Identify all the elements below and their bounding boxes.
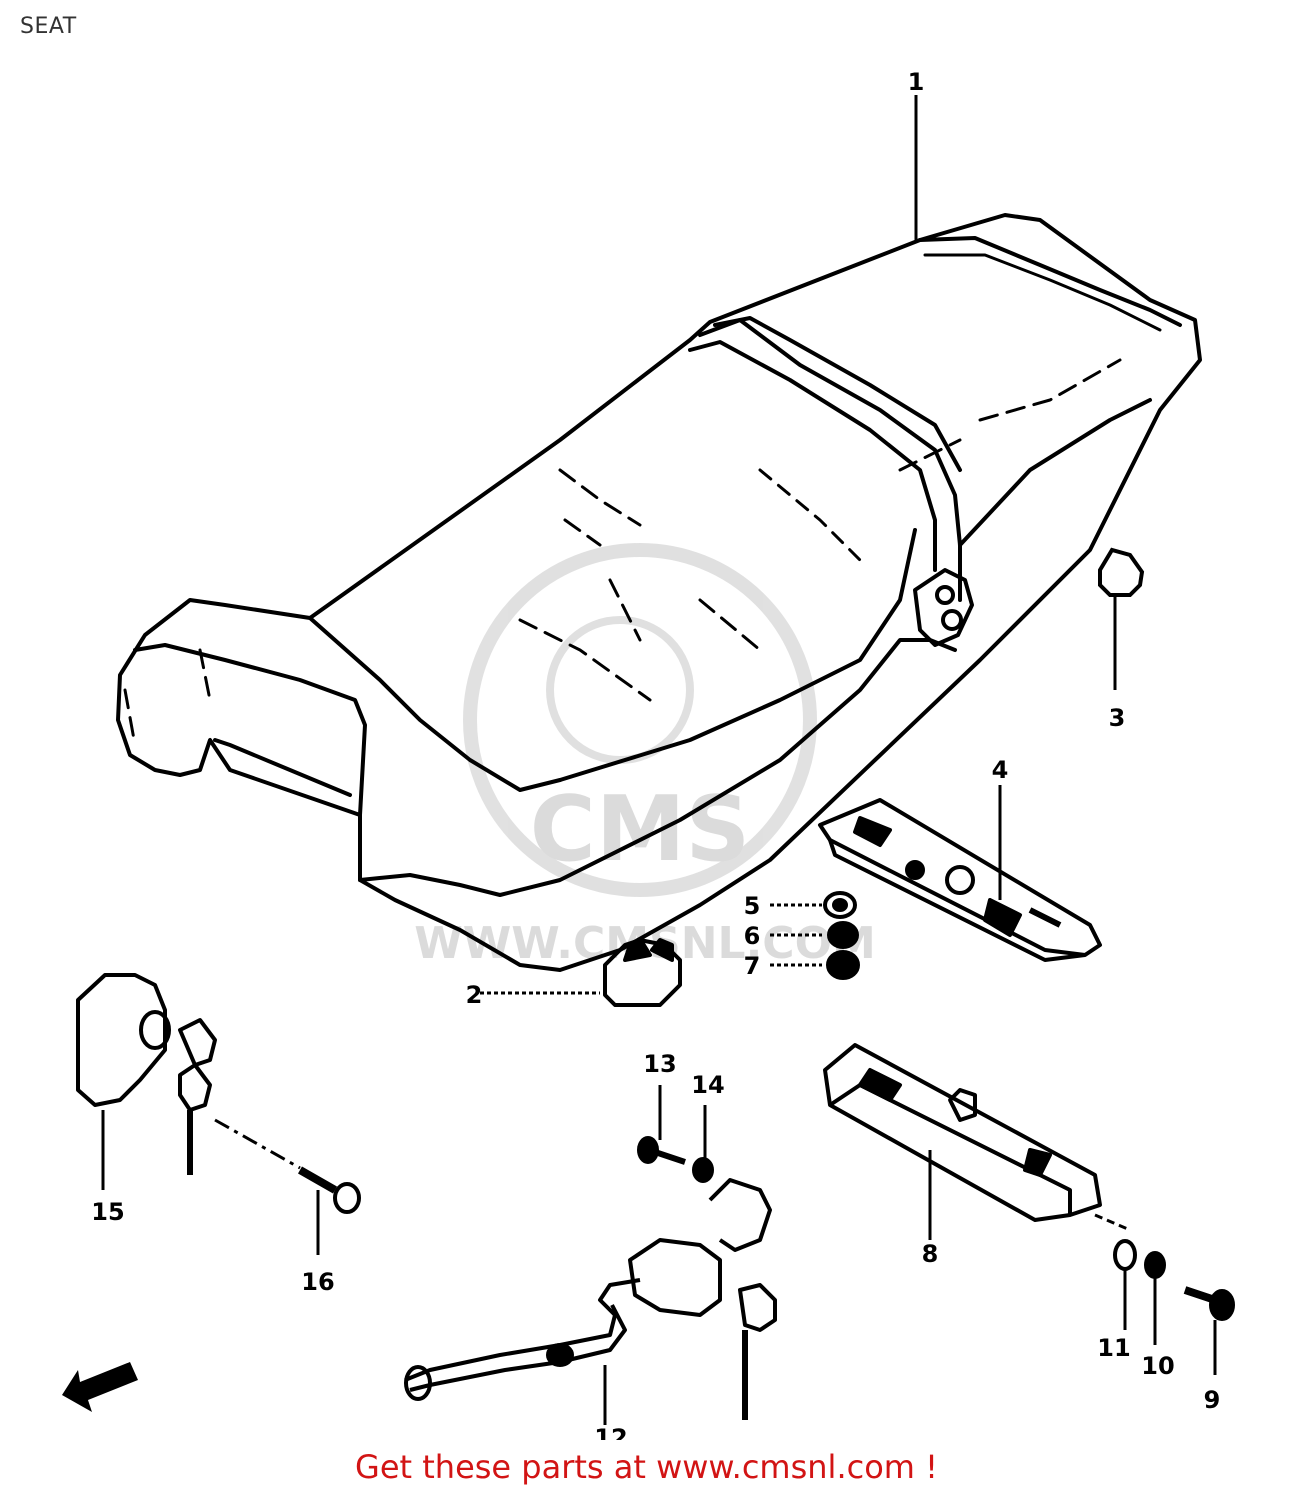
part-8-bracket [823,1043,1102,1240]
footer-banner: Get these parts at www.cmsnl.com ! [0,1448,1293,1486]
callout-4: 4 [992,756,1009,784]
callout-12: 12 [594,1424,627,1440]
part-3-cushion [1098,547,1145,690]
callout-9: 9 [1204,1386,1221,1414]
callout-6: 6 [744,922,761,950]
callout-10: 10 [1141,1352,1174,1380]
callout-1: 1 [908,68,925,96]
callout-labels: 1 2 3 4 5 6 7 8 9 10 11 12 13 14 15 16 [91,68,1220,1440]
callout-13: 13 [643,1050,676,1078]
seat-assembly [116,213,1202,972]
part-15-lock-set [76,973,301,1190]
callout-8: 8 [922,1240,939,1268]
parts-5-7-fasteners [770,891,860,980]
watermark-brand: CMS [530,777,750,882]
part-16-screw [298,1166,361,1255]
footer-prefix: Get these parts at [355,1448,657,1486]
callout-11: 11 [1097,1334,1130,1362]
part-12-seat-lock [404,1178,777,1425]
parts-13-14-fasteners [637,1085,714,1183]
callout-3: 3 [1109,704,1126,732]
page-title: SEAT [20,14,77,39]
callout-14: 14 [691,1071,724,1099]
callout-7: 7 [744,952,761,980]
part-2-stopper [480,938,682,1007]
footer-suffix: ! [914,1448,938,1486]
callout-2: 2 [466,981,483,1009]
front-arrow-icon [62,1362,138,1412]
footer-link[interactable]: www.cmsnl.com [656,1448,915,1486]
part-4-bracket [818,785,1102,962]
callout-5: 5 [744,892,761,920]
parts-diagram: CMS WWW.CMSNL.COM [62,68,1235,1440]
callout-15: 15 [91,1198,124,1226]
callout-16: 16 [301,1268,334,1296]
parts-9-11-fasteners [1094,1213,1235,1375]
